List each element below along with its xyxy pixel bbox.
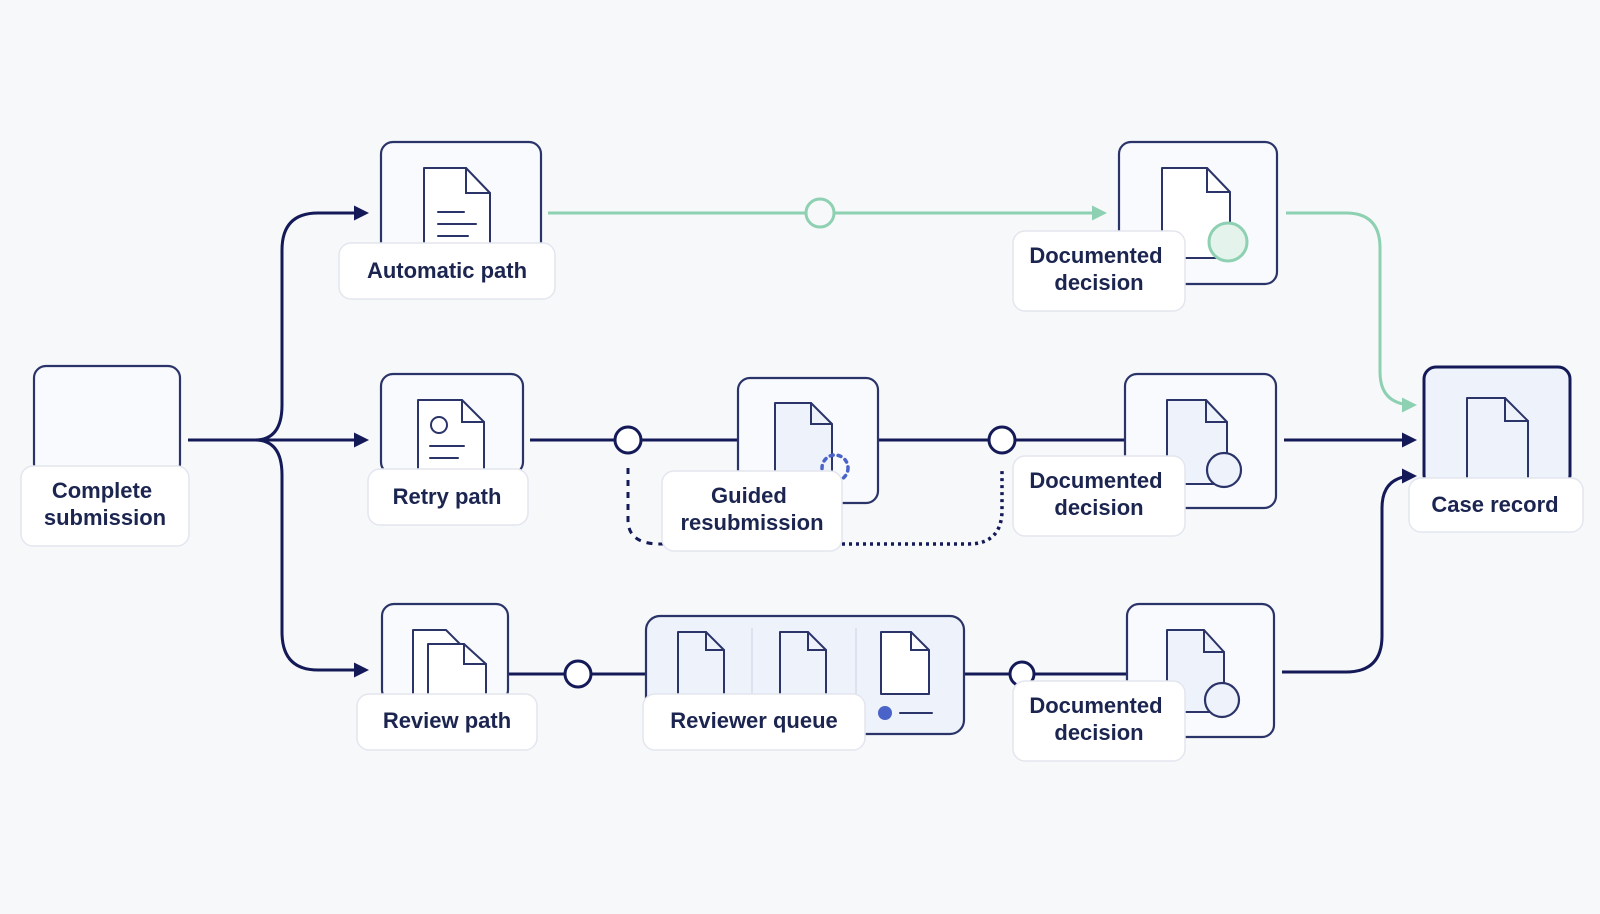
- guided-resubmission-label-line-2: resubmission: [680, 510, 823, 535]
- svg-text:Documented decision: Documented decision: [1029, 243, 1168, 295]
- documents-stack-icon: [412, 629, 487, 701]
- retry-junction-circle: [613, 425, 643, 455]
- retry-path-node: Retry path: [367, 372, 529, 526]
- retry-decision-label-box: [1012, 455, 1186, 537]
- guided-resubmission-label-box: [661, 470, 843, 552]
- automatic-path-label: Automatic path: [367, 258, 527, 283]
- automatic-decision-label-line-2: decision: [1054, 270, 1143, 295]
- approved-status-icon: [1207, 221, 1249, 263]
- complete-submission-label-box: [20, 465, 190, 547]
- resubmission-loop-connector: [626, 468, 668, 546]
- review-decision-label: Documented: [1029, 693, 1162, 718]
- automatic-decision-label: Documented: [1029, 243, 1162, 268]
- review-junction-circle: [563, 659, 593, 689]
- review-decision-label-line-2: decision: [1054, 720, 1143, 745]
- queued-document-icon: [677, 631, 725, 701]
- automatic-decision-node: Documented decision: [1012, 140, 1279, 312]
- case-record-label-box: [1408, 477, 1584, 533]
- case-record-node: Case record: [1408, 365, 1584, 533]
- guided-resubmission-label: Guided: [711, 483, 787, 508]
- queued-document-icon: [779, 631, 827, 701]
- resubmission-loop-return-connector: [842, 468, 1004, 546]
- review-path-label: Review path: [383, 708, 511, 733]
- reviewer-queue-node: Reviewer queue: [642, 614, 966, 751]
- retry-path-label: Retry path: [393, 484, 502, 509]
- review-decision-label-box: [1012, 680, 1186, 762]
- review-decision-node: Documented decision: [1012, 602, 1276, 762]
- retry-decision-label: Documented: [1029, 468, 1162, 493]
- retry-path-label-box: [367, 468, 529, 526]
- automatic-junction-circle: [804, 197, 836, 229]
- reviewer-queue-label-box: [642, 693, 866, 751]
- junctions: [563, 197, 1036, 689]
- svg-text:Complete submission: Complete submission: [44, 478, 166, 530]
- review-path-node: Review path: [356, 602, 538, 751]
- decision-status-icon: [1205, 451, 1243, 489]
- status-dot-icon: [878, 706, 892, 720]
- complete-submission-node: Complete submission: [20, 364, 190, 547]
- automatic-path-node: Automatic path: [338, 140, 556, 300]
- guided-junction-circle: [987, 425, 1017, 455]
- decision-to-case-green-connector: [1286, 211, 1417, 413]
- fork-to-automatic-connector: [254, 205, 369, 442]
- svg-text:Documented decision: Documented decision: [1029, 468, 1168, 520]
- document-icon: [423, 167, 491, 249]
- svg-text:Documented decision: Documented decision: [1029, 693, 1168, 745]
- queued-document-icon: [880, 631, 930, 695]
- complete-submission-label-line-2: submission: [44, 505, 166, 530]
- retry-decision-node: Documented decision: [1012, 372, 1278, 537]
- complete-submission-label: Complete: [52, 478, 152, 503]
- retry-decision-label-line-2: decision: [1054, 495, 1143, 520]
- reviewer-queue-label: Reviewer queue: [670, 708, 838, 733]
- automatic-path-label-box: [338, 242, 556, 300]
- case-document-icon: [1466, 397, 1529, 481]
- review-path-label-box: [356, 693, 538, 751]
- case-record-label: Case record: [1431, 492, 1558, 517]
- fork-to-review-connector: [254, 438, 369, 678]
- decision-status-icon: [1203, 681, 1241, 719]
- guided-resubmission-node: Guided resubmission: [661, 376, 880, 552]
- automatic-decision-label-box: [1012, 230, 1186, 312]
- id-document-icon: [417, 399, 485, 471]
- review-decision-to-case-connector: [1282, 468, 1417, 674]
- svg-text:Guided resubmission: Guided resubmission: [680, 483, 823, 535]
